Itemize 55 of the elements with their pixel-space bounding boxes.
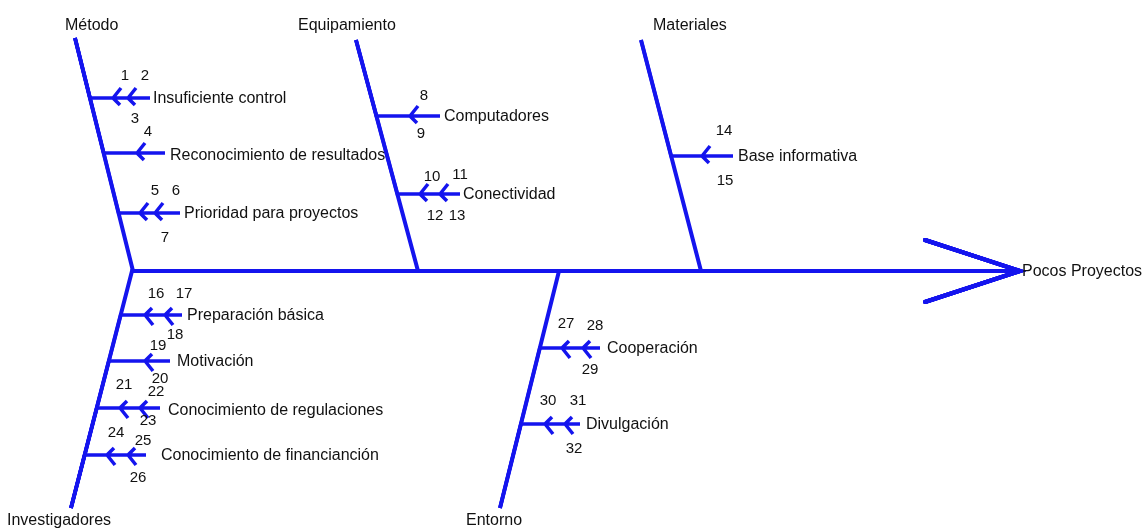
callout-number: 24 — [107, 424, 125, 440]
cause-arrow — [354, 38, 462, 203]
callout-number: 4 — [143, 123, 153, 139]
cause-label: Conocimiento de financianción — [161, 446, 379, 464]
cause-arrow — [498, 415, 582, 510]
category-label: Entorno — [466, 511, 523, 529]
category-label: Equipamiento — [298, 16, 396, 34]
cause-arrow — [69, 446, 148, 510]
cause-label: Computadores — [444, 107, 549, 125]
callout-number: 14 — [715, 122, 733, 138]
cause-label: Base informativa — [738, 147, 858, 165]
callout-number: 8 — [419, 87, 429, 103]
callout-number: 16 — [147, 285, 165, 301]
callout-number: 9 — [416, 125, 426, 141]
cause-arrow — [73, 36, 182, 222]
cause-label: Reconocimiento de resultados — [170, 146, 386, 164]
cause-label: Conectividad — [463, 185, 556, 203]
callout-number: 22 — [147, 383, 165, 399]
cause-label: Prioridad para proyectos — [184, 204, 359, 222]
callout-number: 11 — [452, 166, 468, 182]
callout-number: 30 — [539, 392, 557, 408]
callout-number: 15 — [716, 172, 734, 188]
category-label: Método — [65, 16, 119, 34]
callout-number: 29 — [581, 361, 599, 377]
callout-number: 23 — [139, 412, 157, 428]
callout-number: 2 — [140, 67, 150, 83]
cause-arrow — [639, 38, 735, 165]
callout-number: 13 — [448, 207, 466, 223]
callout-number: 31 — [569, 392, 587, 408]
callout-number: 26 — [129, 469, 147, 485]
callout-number: 27 — [557, 315, 575, 331]
callout-number: 32 — [565, 440, 583, 456]
cause-label: Motivación — [177, 352, 254, 370]
callout-number: 7 — [160, 229, 170, 245]
cause-label: Cooperación — [607, 339, 698, 357]
category-label: Investigadores — [7, 511, 112, 529]
callout-number: 17 — [175, 285, 193, 301]
callout-number: 28 — [586, 317, 604, 333]
callout-number: 1 — [120, 67, 130, 83]
callout-number: 18 — [166, 326, 184, 342]
callout-number: 10 — [423, 168, 441, 184]
callout-number: 6 — [171, 182, 181, 198]
callout-number: 5 — [150, 182, 160, 198]
cause-label: Preparación básica — [187, 306, 324, 324]
category-label: Materiales — [653, 16, 727, 34]
callout-number: 3 — [130, 110, 140, 126]
callout-number: 12 — [426, 207, 444, 223]
cause-label: Divulgación — [586, 415, 669, 433]
callout-number: 21 — [115, 376, 133, 392]
cause-label: Insuficiente control — [153, 89, 287, 107]
callout-number: 20 — [151, 370, 169, 386]
callout-number: 19 — [149, 337, 167, 353]
callout-number: 25 — [134, 432, 152, 448]
cause-label: Conocimiento de regulaciones — [168, 401, 384, 419]
effect-label: Pocos Proyectos — [1022, 262, 1143, 280]
